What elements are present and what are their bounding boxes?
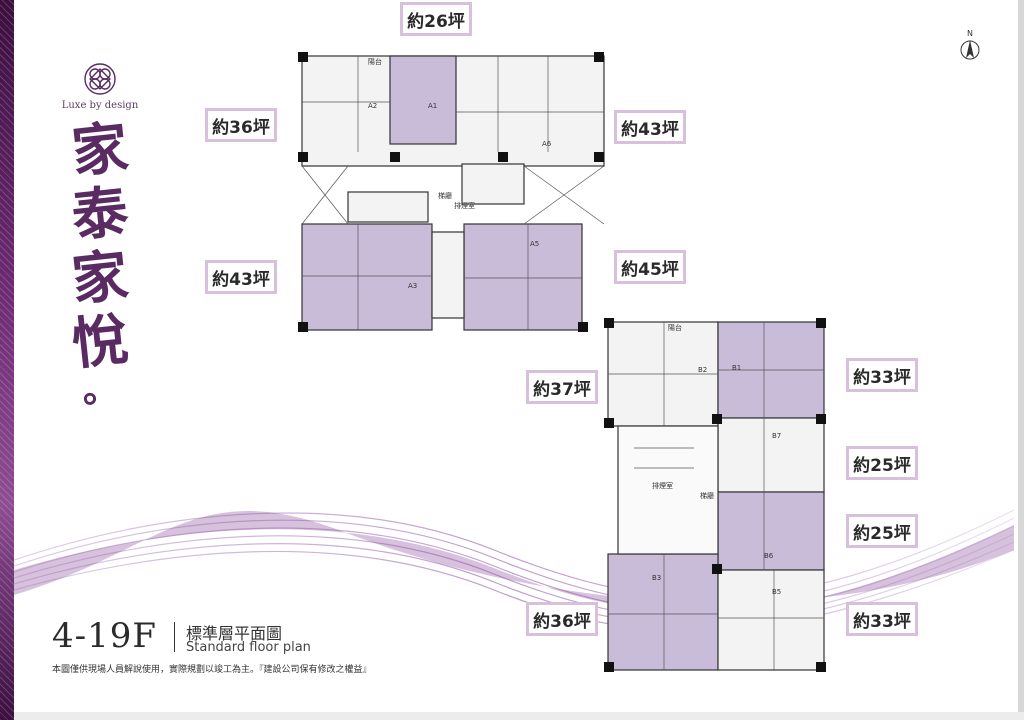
- unit-label-b2: B2: [698, 366, 707, 374]
- floor-number: 4-19F: [52, 616, 157, 656]
- unit-label-b7: B7: [772, 432, 781, 440]
- area-tag-b1: 約33坪: [846, 358, 918, 392]
- unit-label-b6: B6: [764, 552, 774, 560]
- north-label: N: [967, 29, 973, 38]
- logo-knot-icon: [84, 63, 116, 95]
- area-tag-b5: 約33坪: [846, 602, 918, 636]
- floor-plan-title-zh: 標準層平面圖: [186, 624, 283, 643]
- room-label: 排煙室: [652, 481, 673, 490]
- floor-plan-b: B2 B1 B7 B6 B3 B5 陽台 梯廳 排煙室: [604, 318, 826, 672]
- area-tag-b7: 約25坪: [846, 446, 918, 480]
- page-edge: [1018, 0, 1024, 720]
- area-tag-a2: 約36坪: [205, 108, 277, 142]
- area-tag-b3: 約36坪: [526, 602, 598, 636]
- balcony-label: 陽台: [368, 57, 382, 66]
- unit-label-b1: B1: [732, 364, 741, 372]
- balcony-label: 陽台: [668, 323, 682, 332]
- area-tag-b2: 約37坪: [526, 370, 598, 404]
- title-char: 泰: [68, 178, 132, 250]
- unit-label-b5: B5: [772, 588, 781, 596]
- project-title: 家 泰 家 悅 。: [60, 114, 140, 412]
- north-arrow-icon: [960, 40, 980, 60]
- divider: [174, 622, 175, 652]
- area-tag-a5: 約45坪: [614, 250, 686, 284]
- stair-label: 梯廳: [438, 191, 452, 200]
- floor-plan-title-en: Standard floor plan: [186, 640, 311, 655]
- area-tag-a6: 約43坪: [614, 110, 686, 144]
- stair-label: 梯廳: [700, 491, 714, 500]
- brand-logo: Luxe by design: [60, 62, 140, 111]
- room-label: 排煙室: [454, 201, 475, 210]
- unit-label-a3: A3: [408, 282, 417, 290]
- unit-label-a5: A5: [530, 240, 539, 248]
- area-tag-b6: 約25坪: [846, 514, 918, 548]
- north-compass: N: [956, 30, 984, 62]
- page-edge: [14, 712, 1024, 720]
- title-char: 家: [68, 242, 132, 314]
- glitter-edge-strip: [0, 0, 14, 720]
- unit-label-a1: A1: [428, 102, 437, 110]
- title-char: 家: [68, 114, 132, 186]
- floor-plan-a: A2 A1 A6 A3 A5 陽台 梯廳 排煙室: [298, 52, 605, 332]
- unit-label-a2: A2: [368, 102, 377, 110]
- disclaimer: 本圖僅供現場人員解說使用，實際規劃以竣工為主。『建設公司保有修改之權益』: [52, 665, 372, 675]
- unit-label-a6: A6: [542, 140, 552, 148]
- unit-label-b3: B3: [652, 574, 661, 582]
- area-tag-a3: 約43坪: [205, 260, 277, 294]
- logo-text: Luxe by design: [61, 100, 139, 111]
- area-tag-a1: 約26坪: [400, 2, 472, 36]
